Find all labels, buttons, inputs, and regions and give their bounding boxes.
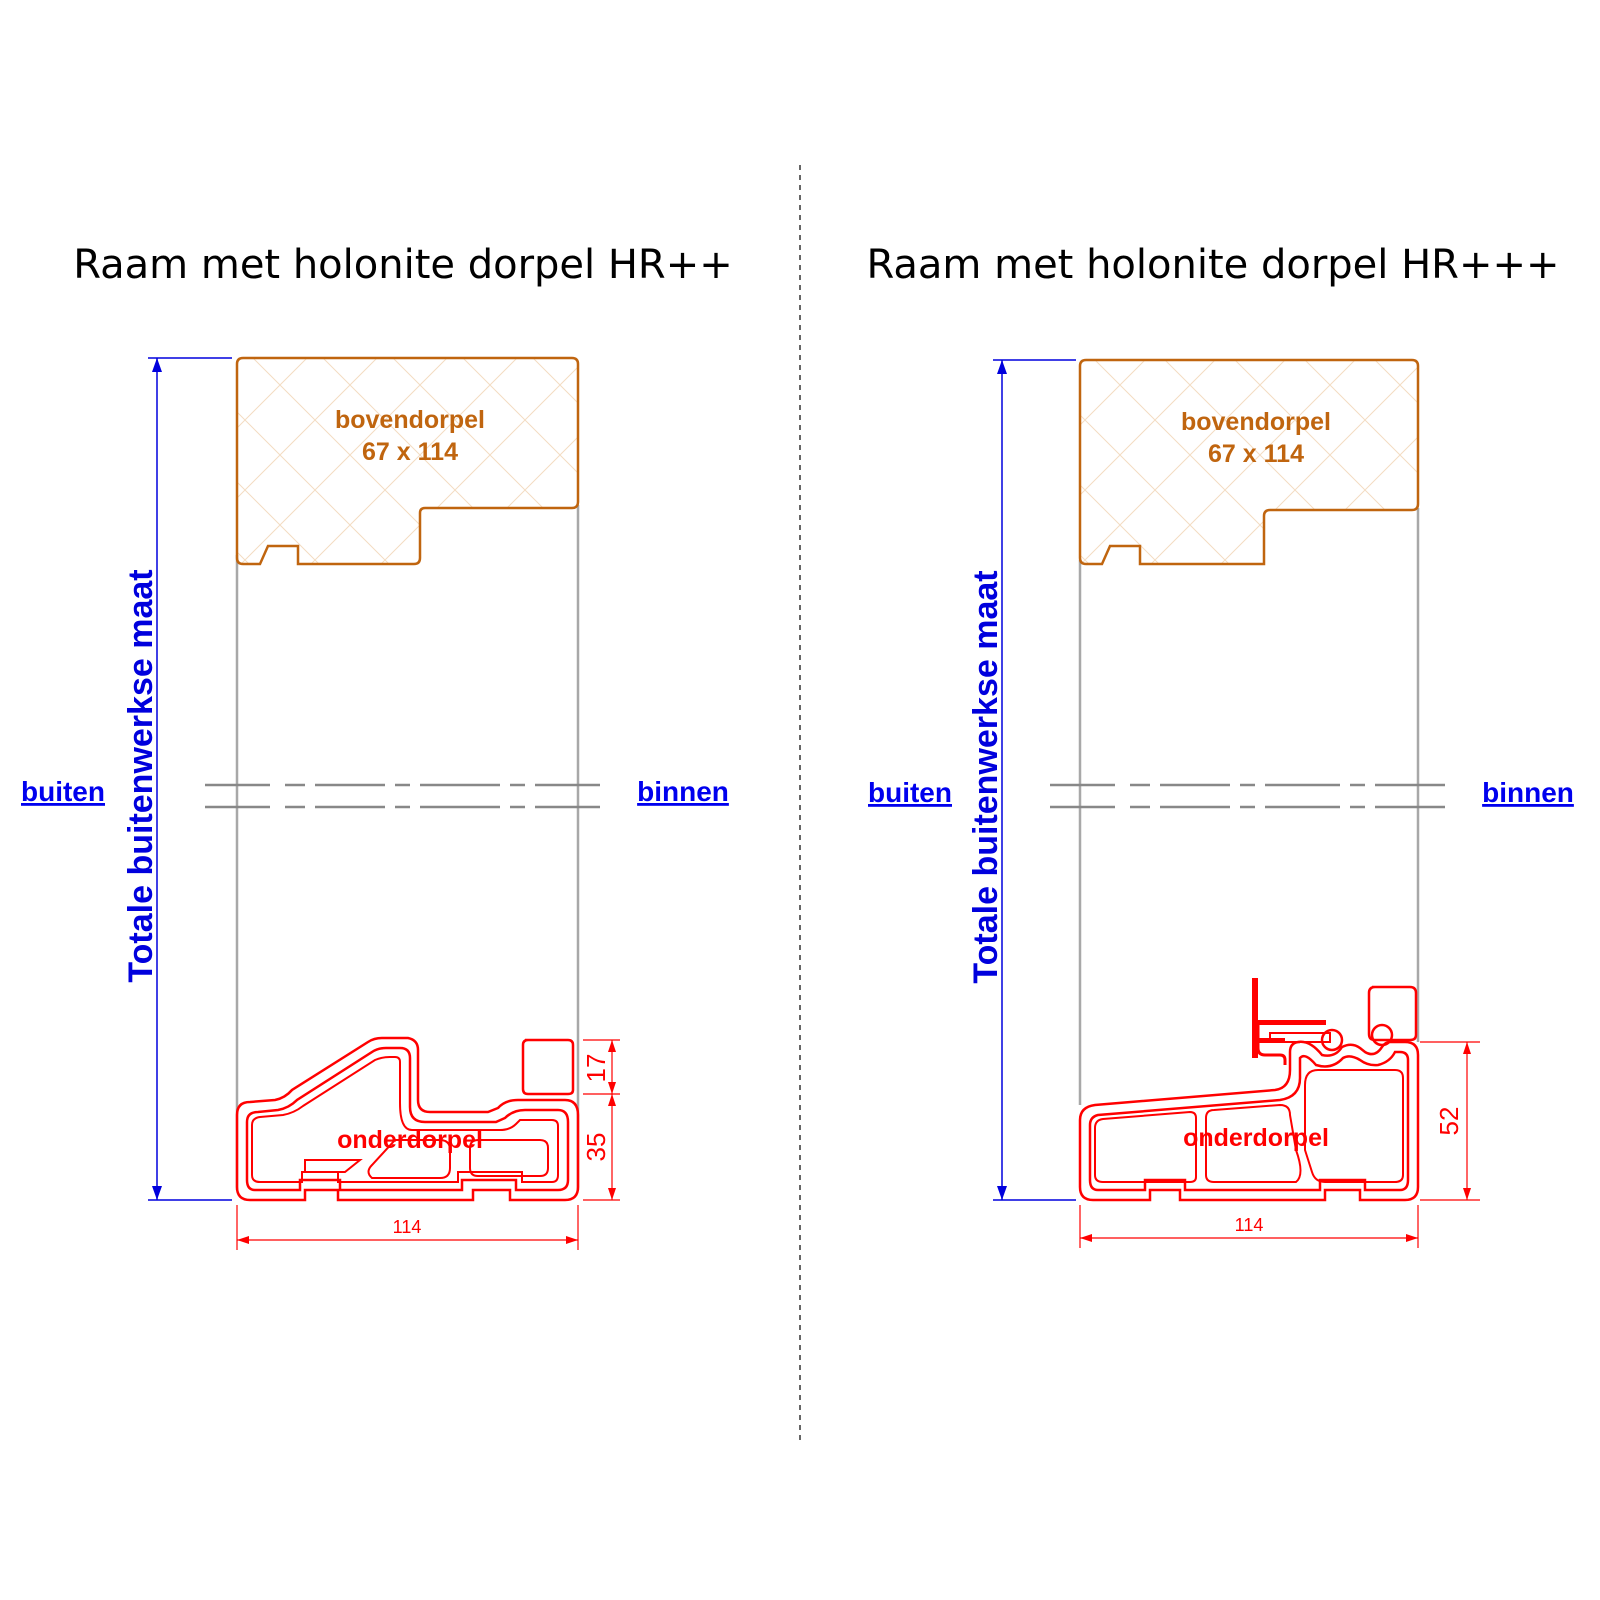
total-dimension-label: Totale buitenwerkse maat [122,569,160,982]
break-lines [205,783,600,809]
top-frame-size-label: 67 x 114 [1208,440,1304,468]
panel-right-title: Raam met holonite dorpel HR+++ [866,242,1559,288]
sill-profile [1078,985,1420,1202]
dimension-17: 17 [581,1054,611,1083]
height-dimensions [1420,1041,1480,1201]
top-frame-label: bovendorpel [1181,408,1331,436]
width-dimension-value: 114 [1235,1215,1264,1235]
top-frame-size-label: 67 x 114 [362,438,458,466]
glass-seal [1252,978,1326,1065]
panel-right: Raam met holonite dorpel HR+++ bovendorp… [866,242,1574,1248]
link-buiten[interactable]: buiten [868,777,952,808]
height-dimensions [583,1039,620,1201]
top-frame-profile [1078,358,1420,566]
dimension-35: 35 [581,1133,611,1162]
link-binnen[interactable]: binnen [637,776,729,807]
panel-left-title: Raam met holonite dorpel HR++ [73,242,733,288]
link-buiten[interactable]: buiten [21,776,105,807]
dimension-52: 52 [1434,1107,1464,1136]
sill-profile [235,1036,580,1202]
break-lines [1050,783,1445,809]
top-frame-label: bovendorpel [335,406,485,434]
sill-label: onderdorpel [337,1126,483,1154]
width-dimension [236,1205,579,1250]
total-dimension-label: Totale buitenwerkse maat [967,570,1005,983]
top-frame-profile [235,356,580,566]
panel-left: Raam met holonite dorpel HR++ bovendorpe… [21,242,733,1250]
width-dimension [1079,1205,1419,1248]
width-dimension-value: 114 [393,1217,422,1237]
total-dimension [148,357,232,1201]
link-binnen[interactable]: binnen [1482,777,1574,808]
total-dimension [993,359,1076,1201]
sill-label: onderdorpel [1183,1124,1329,1152]
